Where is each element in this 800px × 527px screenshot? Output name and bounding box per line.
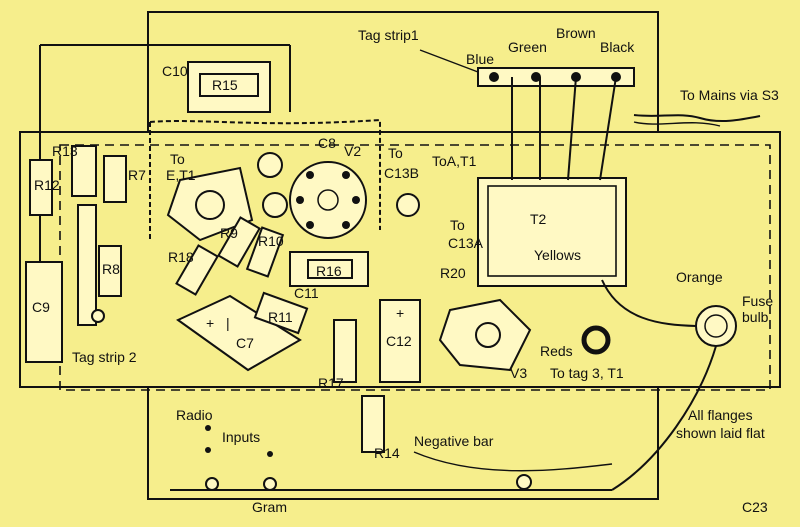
label-c9: C9 bbox=[32, 299, 50, 315]
label-flanges-2: shown laid flat bbox=[676, 425, 765, 441]
grommet-reds bbox=[581, 325, 611, 355]
label-to-a-t1: ToA,T1 bbox=[432, 153, 477, 169]
label-c10: C10 bbox=[162, 63, 188, 79]
label-brown: Brown bbox=[556, 25, 596, 41]
label-r7: R7 bbox=[128, 167, 146, 183]
capacitor-c12 bbox=[379, 299, 421, 383]
label-c7-minus: | bbox=[226, 315, 230, 331]
label-r16: R16 bbox=[316, 263, 342, 279]
label-reds: Reds bbox=[540, 343, 573, 359]
label-to-mains: To Mains via S3 bbox=[680, 87, 779, 103]
label-to-c13b-to: To bbox=[388, 145, 403, 161]
label-gram: Gram bbox=[252, 499, 287, 515]
resistor-r14 bbox=[361, 395, 385, 453]
valve-v3 bbox=[438, 298, 532, 372]
label-r18: R18 bbox=[168, 249, 194, 265]
label-v3: V3 bbox=[510, 365, 527, 381]
label-black: Black bbox=[600, 39, 635, 55]
label-r20: R20 bbox=[440, 265, 466, 281]
label-r11: R11 bbox=[268, 309, 293, 325]
chassis-outline bbox=[19, 11, 781, 500]
label-c7: C7 bbox=[236, 335, 254, 351]
label-r12: R12 bbox=[34, 177, 60, 193]
heater-wiring bbox=[149, 118, 381, 240]
inputs-panel bbox=[205, 425, 277, 491]
label-r10: R10 bbox=[258, 233, 284, 249]
label-c13b: C13B bbox=[384, 165, 419, 181]
label-c12: C12 bbox=[386, 333, 412, 349]
label-orange: Orange bbox=[676, 269, 723, 285]
label-r17: R17 bbox=[318, 375, 344, 391]
valve-socket-left bbox=[166, 152, 288, 242]
label-c11: C11 bbox=[294, 285, 319, 301]
label-negative-bar: Negative bar bbox=[414, 433, 494, 449]
label-c8: C8 bbox=[318, 135, 336, 151]
label-r8: R8 bbox=[102, 261, 120, 277]
label-to-e-t1-to: To bbox=[170, 151, 185, 167]
label-r15: R15 bbox=[212, 77, 238, 93]
resistor-r17 bbox=[333, 319, 357, 383]
label-radio: Radio bbox=[176, 407, 213, 423]
r16-c11-group bbox=[289, 251, 369, 287]
label-fuse: Fuse bbox=[742, 293, 773, 309]
c7-r11-group bbox=[176, 291, 309, 372]
transformer-t2 bbox=[477, 76, 627, 287]
label-flanges-1: All flanges bbox=[688, 407, 753, 423]
c13b-grommet bbox=[396, 193, 420, 217]
label-e-t1: E,T1 bbox=[166, 167, 196, 183]
label-bulb: bulb bbox=[742, 309, 769, 325]
label-r9: R9 bbox=[220, 225, 238, 241]
label-r14: R14 bbox=[374, 445, 400, 461]
negative-bar bbox=[170, 451, 613, 491]
tag-strip-1 bbox=[419, 49, 635, 87]
label-t2: T2 bbox=[530, 211, 547, 227]
resistor-panel-left bbox=[25, 145, 127, 363]
label-c12-plus: + bbox=[396, 305, 404, 321]
label-r13: R13 bbox=[52, 143, 78, 159]
resistors-r18-r9-r10 bbox=[175, 216, 285, 296]
fuse-bulb bbox=[601, 279, 737, 491]
label-green: Green bbox=[508, 39, 547, 55]
label-to-tag-3: To tag 3, T1 bbox=[550, 365, 624, 381]
label-to-c13a-to: To bbox=[450, 217, 465, 233]
label-tag-strip-2: Tag strip 2 bbox=[72, 349, 137, 365]
valve-v2 bbox=[289, 161, 367, 239]
label-tag-strip-1: Tag strip1 bbox=[358, 27, 419, 43]
label-c7-plus: + bbox=[206, 315, 214, 331]
figure-id: C23 bbox=[742, 499, 768, 515]
label-v2: V2 bbox=[344, 143, 361, 159]
label-blue: Blue bbox=[466, 51, 494, 67]
mains-wire bbox=[633, 114, 761, 123]
label-inputs: Inputs bbox=[222, 429, 260, 445]
label-yellows: Yellows bbox=[534, 247, 581, 263]
c10-r15-group bbox=[39, 44, 291, 280]
label-c13a: C13A bbox=[448, 235, 484, 251]
